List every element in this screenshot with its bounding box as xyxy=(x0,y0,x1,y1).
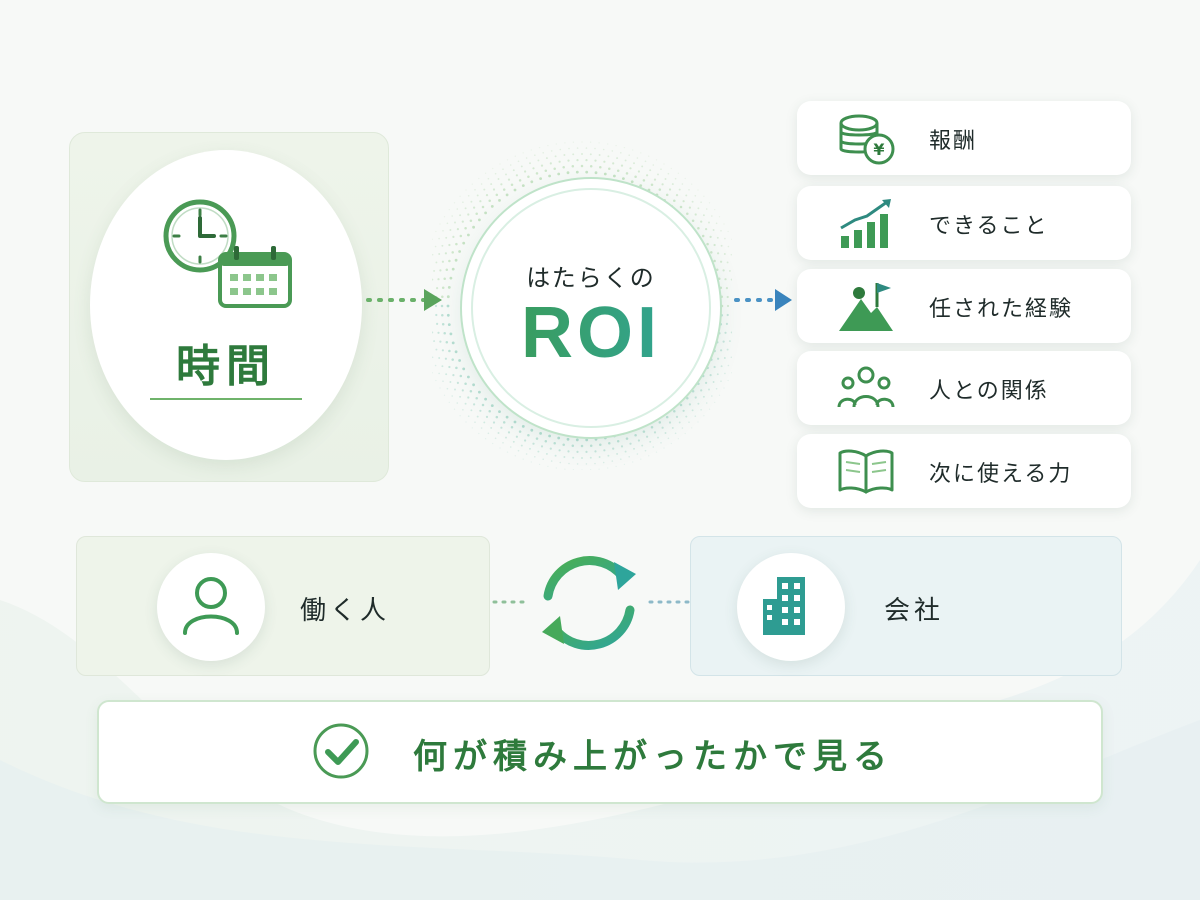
outcome-item: できること xyxy=(797,186,1131,260)
calendar-icon xyxy=(218,246,292,308)
outcome-item: 次に使える力 xyxy=(797,434,1131,508)
people-group-icon xyxy=(837,366,895,408)
time-label: 時間 xyxy=(176,341,276,392)
growth-chart-icon xyxy=(840,199,891,248)
mountain-flag-icon xyxy=(839,283,893,331)
person-icon xyxy=(183,577,239,635)
outcome-label: できること xyxy=(929,214,1049,239)
worker-badge xyxy=(157,553,265,661)
roi-subtitle: はたらくの xyxy=(526,264,656,292)
roi-inner-ring xyxy=(471,188,711,428)
check-circle-icon xyxy=(313,723,369,779)
conclusion-banner xyxy=(97,700,1103,804)
company-label: 会社 xyxy=(884,596,945,626)
time-underline xyxy=(150,398,302,400)
worker-label: 働く人 xyxy=(300,596,391,626)
worker-panel xyxy=(76,536,490,676)
company-badge xyxy=(737,553,845,661)
coins-yen-icon: ¥ xyxy=(839,114,895,165)
outcome-label: 人との関係 xyxy=(929,379,1049,404)
conclusion-text: 何が積み上がったかで見る xyxy=(413,737,893,777)
outcome-item: ¥ 報酬 xyxy=(797,101,1131,175)
outcome-label: 次に使える力 xyxy=(929,462,1073,487)
cycle-arrows-icon xyxy=(542,556,636,650)
svg-text:¥: ¥ xyxy=(873,140,884,159)
clock-calendar-icon xyxy=(163,199,292,308)
outcome-item: 人との関係 xyxy=(797,351,1131,425)
outcome-label: 任された経験 xyxy=(929,297,1074,322)
roi-title: ROI xyxy=(465,292,717,374)
open-book-icon xyxy=(838,449,894,494)
building-icon xyxy=(763,577,805,635)
outcome-label: 報酬 xyxy=(929,129,978,154)
clock-icon xyxy=(163,199,237,273)
outcome-item: 任された経験 xyxy=(797,269,1131,343)
